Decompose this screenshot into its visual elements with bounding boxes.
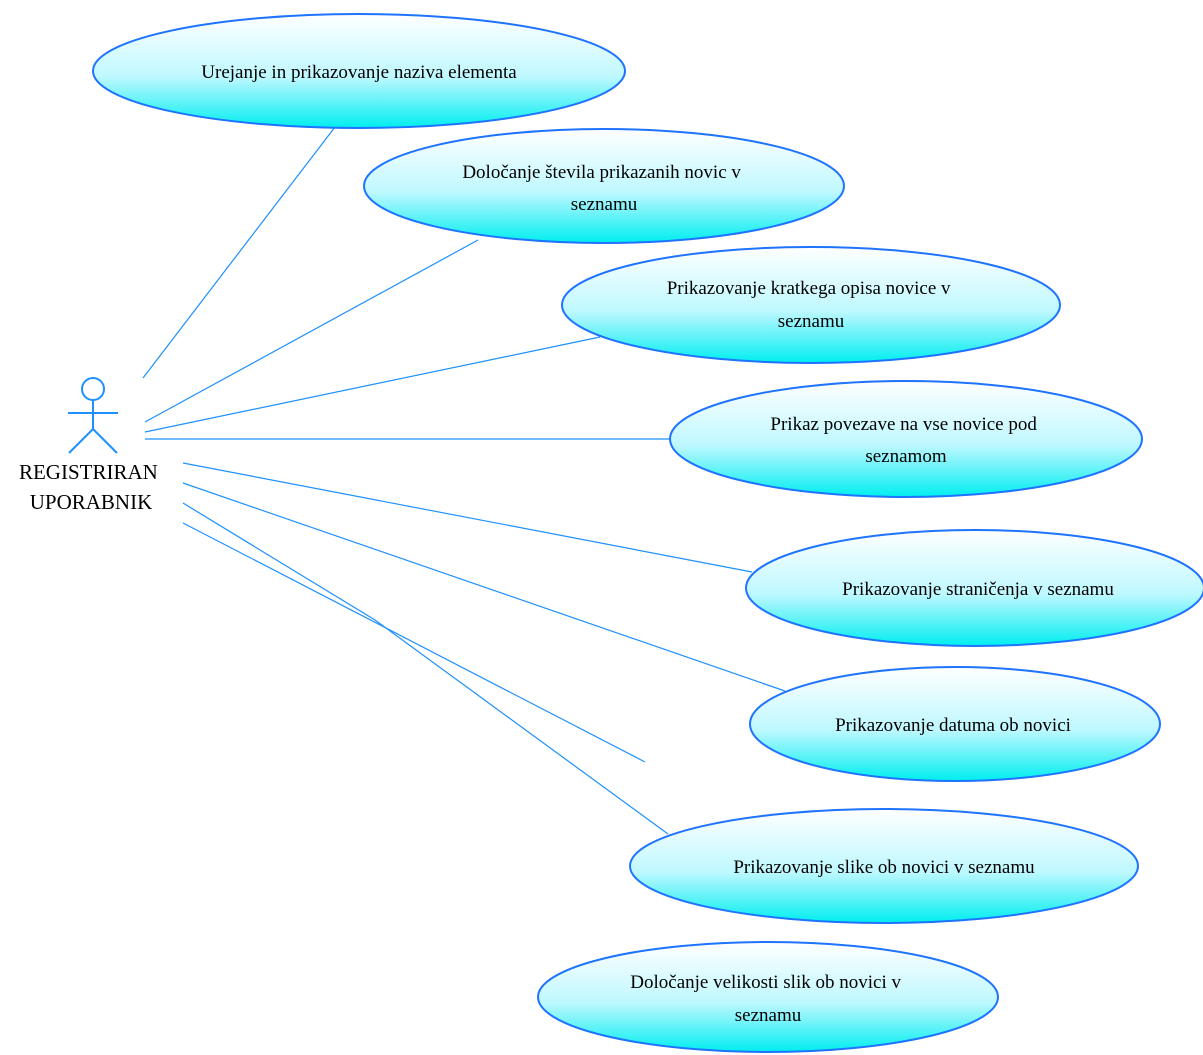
use-case-kratek-opis: Prikazovanje kratkega opisa novice v sez… xyxy=(561,246,1061,364)
associations xyxy=(142,126,786,835)
actor-left-leg xyxy=(68,428,94,454)
use-case-ellipse xyxy=(629,808,1139,924)
actor-label-line-1: REGISTRIRAN xyxy=(19,460,158,484)
use-case-label-line-1: Prikazovanje kratkega opisa novice v xyxy=(667,278,951,299)
use-case-label: Urejanje in prikazovanje naziva elementa xyxy=(201,62,517,83)
use-case-label-line-1: Določanje števila prikazanih novic v xyxy=(462,162,741,183)
use-case-stranicenje: Prikazovanje straničenja v seznamu xyxy=(745,529,1203,647)
actor-head xyxy=(81,377,105,401)
use-case-ellipse xyxy=(561,246,1061,364)
use-case-velikost-slik: Določanje velikosti slik ob novici v sez… xyxy=(537,941,999,1053)
use-case-slika: Prikazovanje slike ob novici v seznamu xyxy=(629,808,1139,924)
association-line-uc2 xyxy=(144,239,479,423)
association-line-uc5 xyxy=(182,462,753,573)
use-case-ellipse xyxy=(537,941,999,1053)
use-case-ellipse xyxy=(363,128,845,244)
use-case-label-line-1: Prikazovanje datuma ob novici xyxy=(835,715,1071,736)
use-case-label: Določanje velikosti slik ob novici v sez… xyxy=(630,972,905,1026)
actor-right-leg xyxy=(92,428,118,454)
use-case-label: Prikazovanje datuma ob novici xyxy=(835,715,1071,736)
use-case-ellipse xyxy=(92,13,626,129)
use-case-datum: Prikazovanje datuma ob novici xyxy=(749,666,1161,782)
use-case-ellipse xyxy=(745,529,1203,647)
use-case-ellipse xyxy=(669,380,1143,498)
association-line-uc7 xyxy=(182,502,669,835)
use-case-label: Prikazovanje straničenja v seznamu xyxy=(842,579,1114,600)
use-case-label-line-2: seznamu xyxy=(735,1005,802,1026)
actor-label-line-2: UPORABNIK xyxy=(30,490,153,514)
use-case-label-line-1: Prikazovanje straničenja v seznamu xyxy=(842,579,1114,600)
use-case-label: Prikaz povezave na vse novice pod seznam… xyxy=(770,414,1041,467)
association-line-uc6 xyxy=(182,482,786,692)
use-case-ellipse xyxy=(749,666,1161,782)
use-case-label-line-2: seznamom xyxy=(865,446,946,467)
use-case-label: Določanje števila prikazanih novic v sez… xyxy=(462,162,745,215)
use-case-label-line-2: seznamu xyxy=(778,311,845,332)
use-case-label-line-2: seznamu xyxy=(571,194,638,215)
use-case-label-line-1: Prikaz povezave na vse novice pod xyxy=(770,414,1037,435)
actor-label: REGISTRIRAN UPORABNIK xyxy=(19,460,163,514)
association-line-uc1 xyxy=(142,126,336,379)
actor-registriran-uporabnik: REGISTRIRAN UPORABNIK xyxy=(19,377,163,514)
use-case-dolocanje-stevila: Določanje števila prikazanih novic v sez… xyxy=(363,128,845,244)
association-line-uc8 xyxy=(182,522,646,763)
association-line-uc3 xyxy=(144,336,601,433)
use-case-povezava-vse-novice: Prikaz povezave na vse novice pod seznam… xyxy=(669,380,1143,498)
use-case-label: Prikazovanje kratkega opisa novice v sez… xyxy=(667,278,956,332)
use-case-label: Prikazovanje slike ob novici v seznamu xyxy=(733,857,1035,878)
use-case-label-line-1: Določanje velikosti slik ob novici v xyxy=(630,972,901,993)
use-case-label-line-1: Prikazovanje slike ob novici v seznamu xyxy=(733,857,1035,878)
use-case-label-line-1: Urejanje in prikazovanje naziva elementa xyxy=(201,62,517,83)
use-case-urejanje-naziva: Urejanje in prikazovanje naziva elementa xyxy=(92,13,626,129)
